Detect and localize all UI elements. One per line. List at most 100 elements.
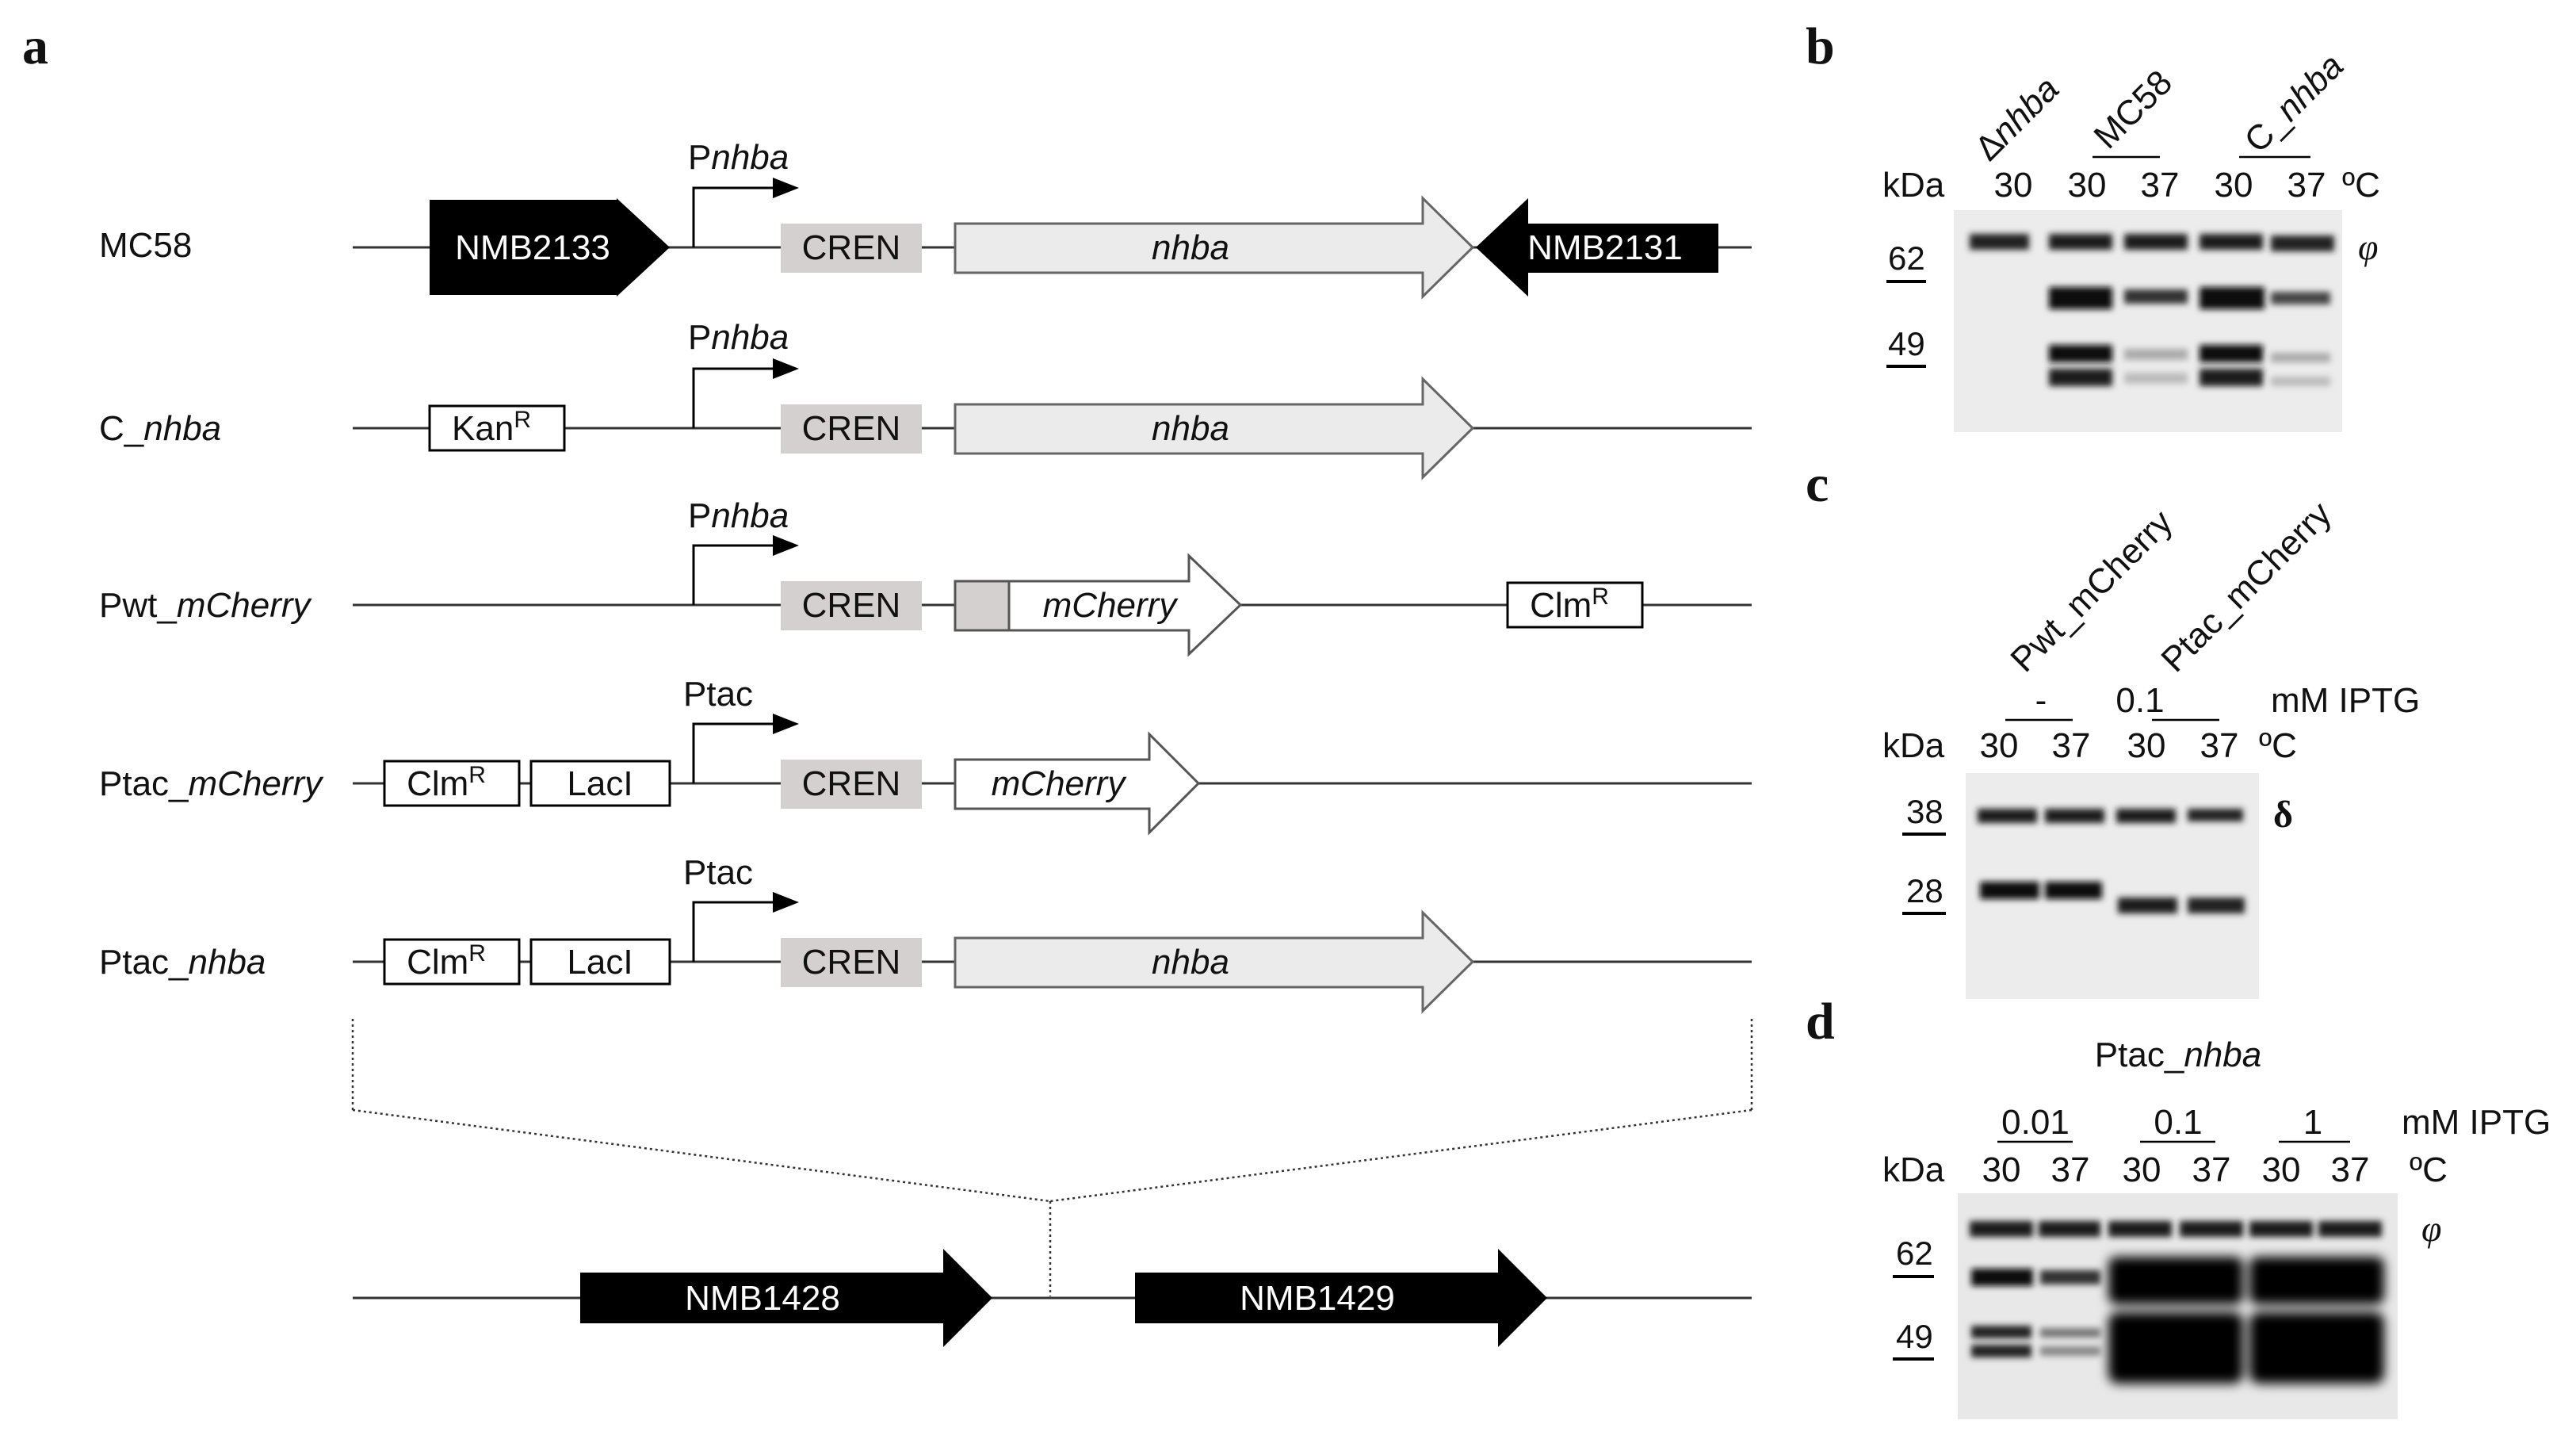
temp-label: 30 bbox=[1994, 166, 2033, 205]
cren-box bbox=[781, 404, 922, 454]
band bbox=[2040, 1270, 2100, 1284]
band bbox=[2271, 377, 2330, 386]
band bbox=[2249, 1312, 2384, 1384]
clm-resistance-label: ClmR bbox=[407, 940, 486, 982]
lane-title-c-nhba: C_nhba bbox=[2237, 46, 2351, 160]
band bbox=[1970, 234, 2029, 250]
cren-box bbox=[781, 581, 922, 630]
band bbox=[2049, 287, 2112, 309]
temp-label: 37 bbox=[2192, 1150, 2231, 1189]
gene-nhba-label: nhba bbox=[1152, 943, 1229, 982]
laci-label: LacI bbox=[567, 764, 633, 803]
temp-label: 37 bbox=[2141, 166, 2180, 205]
promoter-label: Pnhba bbox=[688, 318, 789, 357]
band bbox=[2271, 353, 2330, 362]
band bbox=[2108, 1312, 2243, 1384]
band bbox=[2118, 898, 2177, 913]
temp-label: 37 bbox=[2200, 726, 2239, 765]
cren-box bbox=[781, 760, 922, 809]
band bbox=[2040, 1346, 2100, 1356]
band bbox=[2116, 809, 2176, 823]
marker-label: 49 bbox=[1896, 1318, 1933, 1355]
temp-label: 30 bbox=[2068, 166, 2107, 205]
temp-label: 37 bbox=[2287, 166, 2326, 205]
promoter-label: Pnhba bbox=[688, 138, 789, 177]
gene-mcherry-label: mCherry bbox=[1043, 586, 1179, 625]
band bbox=[1978, 809, 2037, 823]
band bbox=[2200, 287, 2265, 309]
band bbox=[2039, 1221, 2100, 1237]
gene-nhba-label: nhba bbox=[1152, 228, 1229, 267]
gene-nmb1429 bbox=[1135, 1249, 1547, 1347]
band bbox=[2180, 1221, 2243, 1237]
kan-resistance-box bbox=[428, 404, 566, 452]
iptg-unit: mM IPTG bbox=[2271, 681, 2420, 720]
kda-label: kDa bbox=[1882, 166, 1945, 205]
panel-b-letter: b bbox=[1806, 17, 1835, 75]
promoter-label: Ptac bbox=[683, 853, 753, 892]
band bbox=[2249, 1221, 2313, 1237]
genomic-locus: NMB1428 NMB1429 bbox=[353, 1249, 1752, 1347]
band bbox=[2271, 235, 2334, 251]
iptg-value: 0.01 bbox=[2001, 1103, 2070, 1142]
band bbox=[1971, 1345, 2031, 1357]
construct-ptac-nhba: Ptac_nhba ClmR LacI Ptac CREN nhba bbox=[99, 853, 1752, 1014]
gene-nmb1428-label: NMB1428 bbox=[685, 1279, 840, 1318]
band bbox=[2200, 234, 2263, 250]
iptg-value: 0.1 bbox=[2154, 1103, 2202, 1142]
band bbox=[2249, 1257, 2384, 1304]
gene-nhba-label: nhba bbox=[1152, 409, 1229, 448]
band bbox=[2045, 882, 2102, 899]
band bbox=[2049, 234, 2112, 250]
band bbox=[2188, 898, 2245, 913]
temp-unit: ºC bbox=[2410, 1150, 2448, 1189]
clm-resistance-label: ClmR bbox=[1530, 584, 1609, 625]
band-symbol-delta: δ bbox=[2273, 794, 2293, 836]
band bbox=[2271, 292, 2330, 304]
gene-nmb2131 bbox=[1476, 198, 1718, 297]
laci-box bbox=[529, 760, 671, 807]
cren-label: CREN bbox=[802, 409, 901, 448]
construct-label: Pwt_mCherry bbox=[99, 586, 313, 625]
gene-nmb2131-label: NMB2131 bbox=[1527, 228, 1683, 267]
marker-label: 38 bbox=[1906, 793, 1943, 830]
temp-label: 30 bbox=[1982, 1150, 2021, 1189]
panel-a-letter: a bbox=[22, 17, 48, 75]
marker-label: 62 bbox=[1888, 239, 1925, 277]
gene-mcherry bbox=[954, 731, 1201, 836]
temp-label: 30 bbox=[2262, 1150, 2301, 1189]
promoter-arrow bbox=[692, 714, 799, 783]
laci-box bbox=[529, 938, 671, 986]
construct-ptac-mcherry: Ptac_mCherry ClmR LacI Ptac CREN mCherry bbox=[99, 675, 1752, 836]
clm-resistance-box bbox=[383, 760, 521, 807]
kda-label: kDa bbox=[1882, 726, 1945, 765]
band-symbol-phi: φ bbox=[2421, 1208, 2441, 1249]
gene-nhba bbox=[954, 195, 1475, 300]
cren-box bbox=[781, 224, 922, 273]
gene-nmb2133 bbox=[430, 198, 670, 297]
marker-label: 28 bbox=[1906, 872, 1943, 909]
tag-box bbox=[954, 580, 1011, 632]
lane-title-pwt-mcherry: Pwt_mCherry bbox=[2003, 503, 2180, 679]
cren-box bbox=[781, 938, 922, 987]
gene-nmb1428 bbox=[580, 1249, 992, 1347]
iptg-value: - bbox=[2035, 681, 2047, 720]
gene-nhba bbox=[954, 909, 1475, 1014]
clm-resistance-label: ClmR bbox=[407, 762, 486, 803]
kan-resistance-label: KanR bbox=[452, 407, 531, 448]
iptg-value: 1 bbox=[2303, 1103, 2322, 1142]
cren-label: CREN bbox=[802, 586, 901, 625]
lane-title-mc58: MC58 bbox=[2086, 63, 2180, 156]
cren-label: CREN bbox=[802, 764, 901, 803]
gene-nmb2133-label: NMB2133 bbox=[455, 228, 610, 267]
temp-label: 30 bbox=[2127, 726, 2166, 765]
band bbox=[2200, 369, 2263, 386]
iptg-value: 0.1 bbox=[2115, 681, 2164, 720]
band bbox=[2045, 809, 2104, 823]
band bbox=[2188, 809, 2243, 821]
clm-resistance-box bbox=[383, 938, 521, 986]
gene-nhba bbox=[954, 376, 1475, 480]
construct-pwt-mcherry: Pwt_mCherry Pnhba CREN mCherry ClmR bbox=[99, 496, 1752, 657]
cren-label: CREN bbox=[802, 943, 901, 982]
